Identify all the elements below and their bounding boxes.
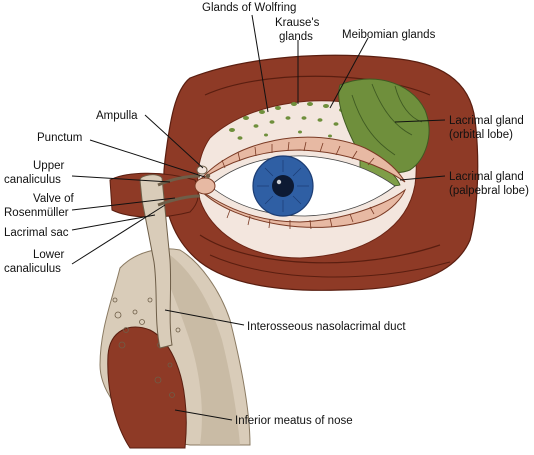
label-valve-1: Valve of xyxy=(33,193,75,205)
label-krauses-glands-2: glands xyxy=(279,31,313,43)
label-lower-canaliculus-2: canaliculus xyxy=(4,263,61,275)
label-nasolacrimal-duct: Interosseous nasolacrimal duct xyxy=(247,321,406,333)
upper-canaliculus xyxy=(157,174,201,187)
lacrimal-sac xyxy=(139,174,173,349)
lower-canaliculus xyxy=(157,194,201,207)
gland-dots xyxy=(229,102,353,140)
label-inferior-meatus: Inferior meatus of nose xyxy=(235,415,353,427)
label-glands-of-wolfring: Glands of Wolfring xyxy=(202,2,296,14)
pupil xyxy=(272,175,294,197)
lower-lid-margin xyxy=(199,188,407,228)
label-lacrimal-gland-orbital-2: (orbital lobe) xyxy=(449,129,513,141)
label-upper-canaliculus-2: canaliculus xyxy=(4,174,61,186)
label-lacrimal-gland-palpebral-1: Lacrimal gland xyxy=(449,171,524,183)
orbit-fold-upper xyxy=(204,75,431,96)
orbit-fold-lower xyxy=(199,234,441,264)
label-lacrimal-sac: Lacrimal sac xyxy=(4,227,69,239)
punctum xyxy=(205,173,211,179)
label-upper-canaliculus-1: Upper xyxy=(33,160,64,172)
upper-lid-margin xyxy=(199,136,406,183)
label-valve-2: Rosenmüller xyxy=(4,207,69,219)
orbit-fold-lower2 xyxy=(209,254,451,278)
label-lower-canaliculus-1: Lower xyxy=(33,249,64,261)
label-punctum: Punctum xyxy=(37,132,82,144)
inferior-meatus-tissue xyxy=(107,326,187,449)
label-lacrimal-gland-orbital-1: Lacrimal gland xyxy=(449,115,524,127)
label-ampulla: Ampulla xyxy=(96,110,138,122)
iris-striations xyxy=(257,160,309,212)
label-lacrimal-gland-palpebral-2: (palpebral lobe) xyxy=(449,185,529,197)
caruncle xyxy=(194,177,216,195)
nasal-bone-shadow xyxy=(160,255,240,445)
label-meibomian-glands: Meibomian glands xyxy=(342,29,436,41)
eyelashes xyxy=(221,141,375,230)
pupil-highlight xyxy=(276,179,282,185)
leader-lines xyxy=(71,14,446,421)
label-krauses-glands-1: Krause's xyxy=(275,17,320,29)
ampulla xyxy=(196,165,208,175)
